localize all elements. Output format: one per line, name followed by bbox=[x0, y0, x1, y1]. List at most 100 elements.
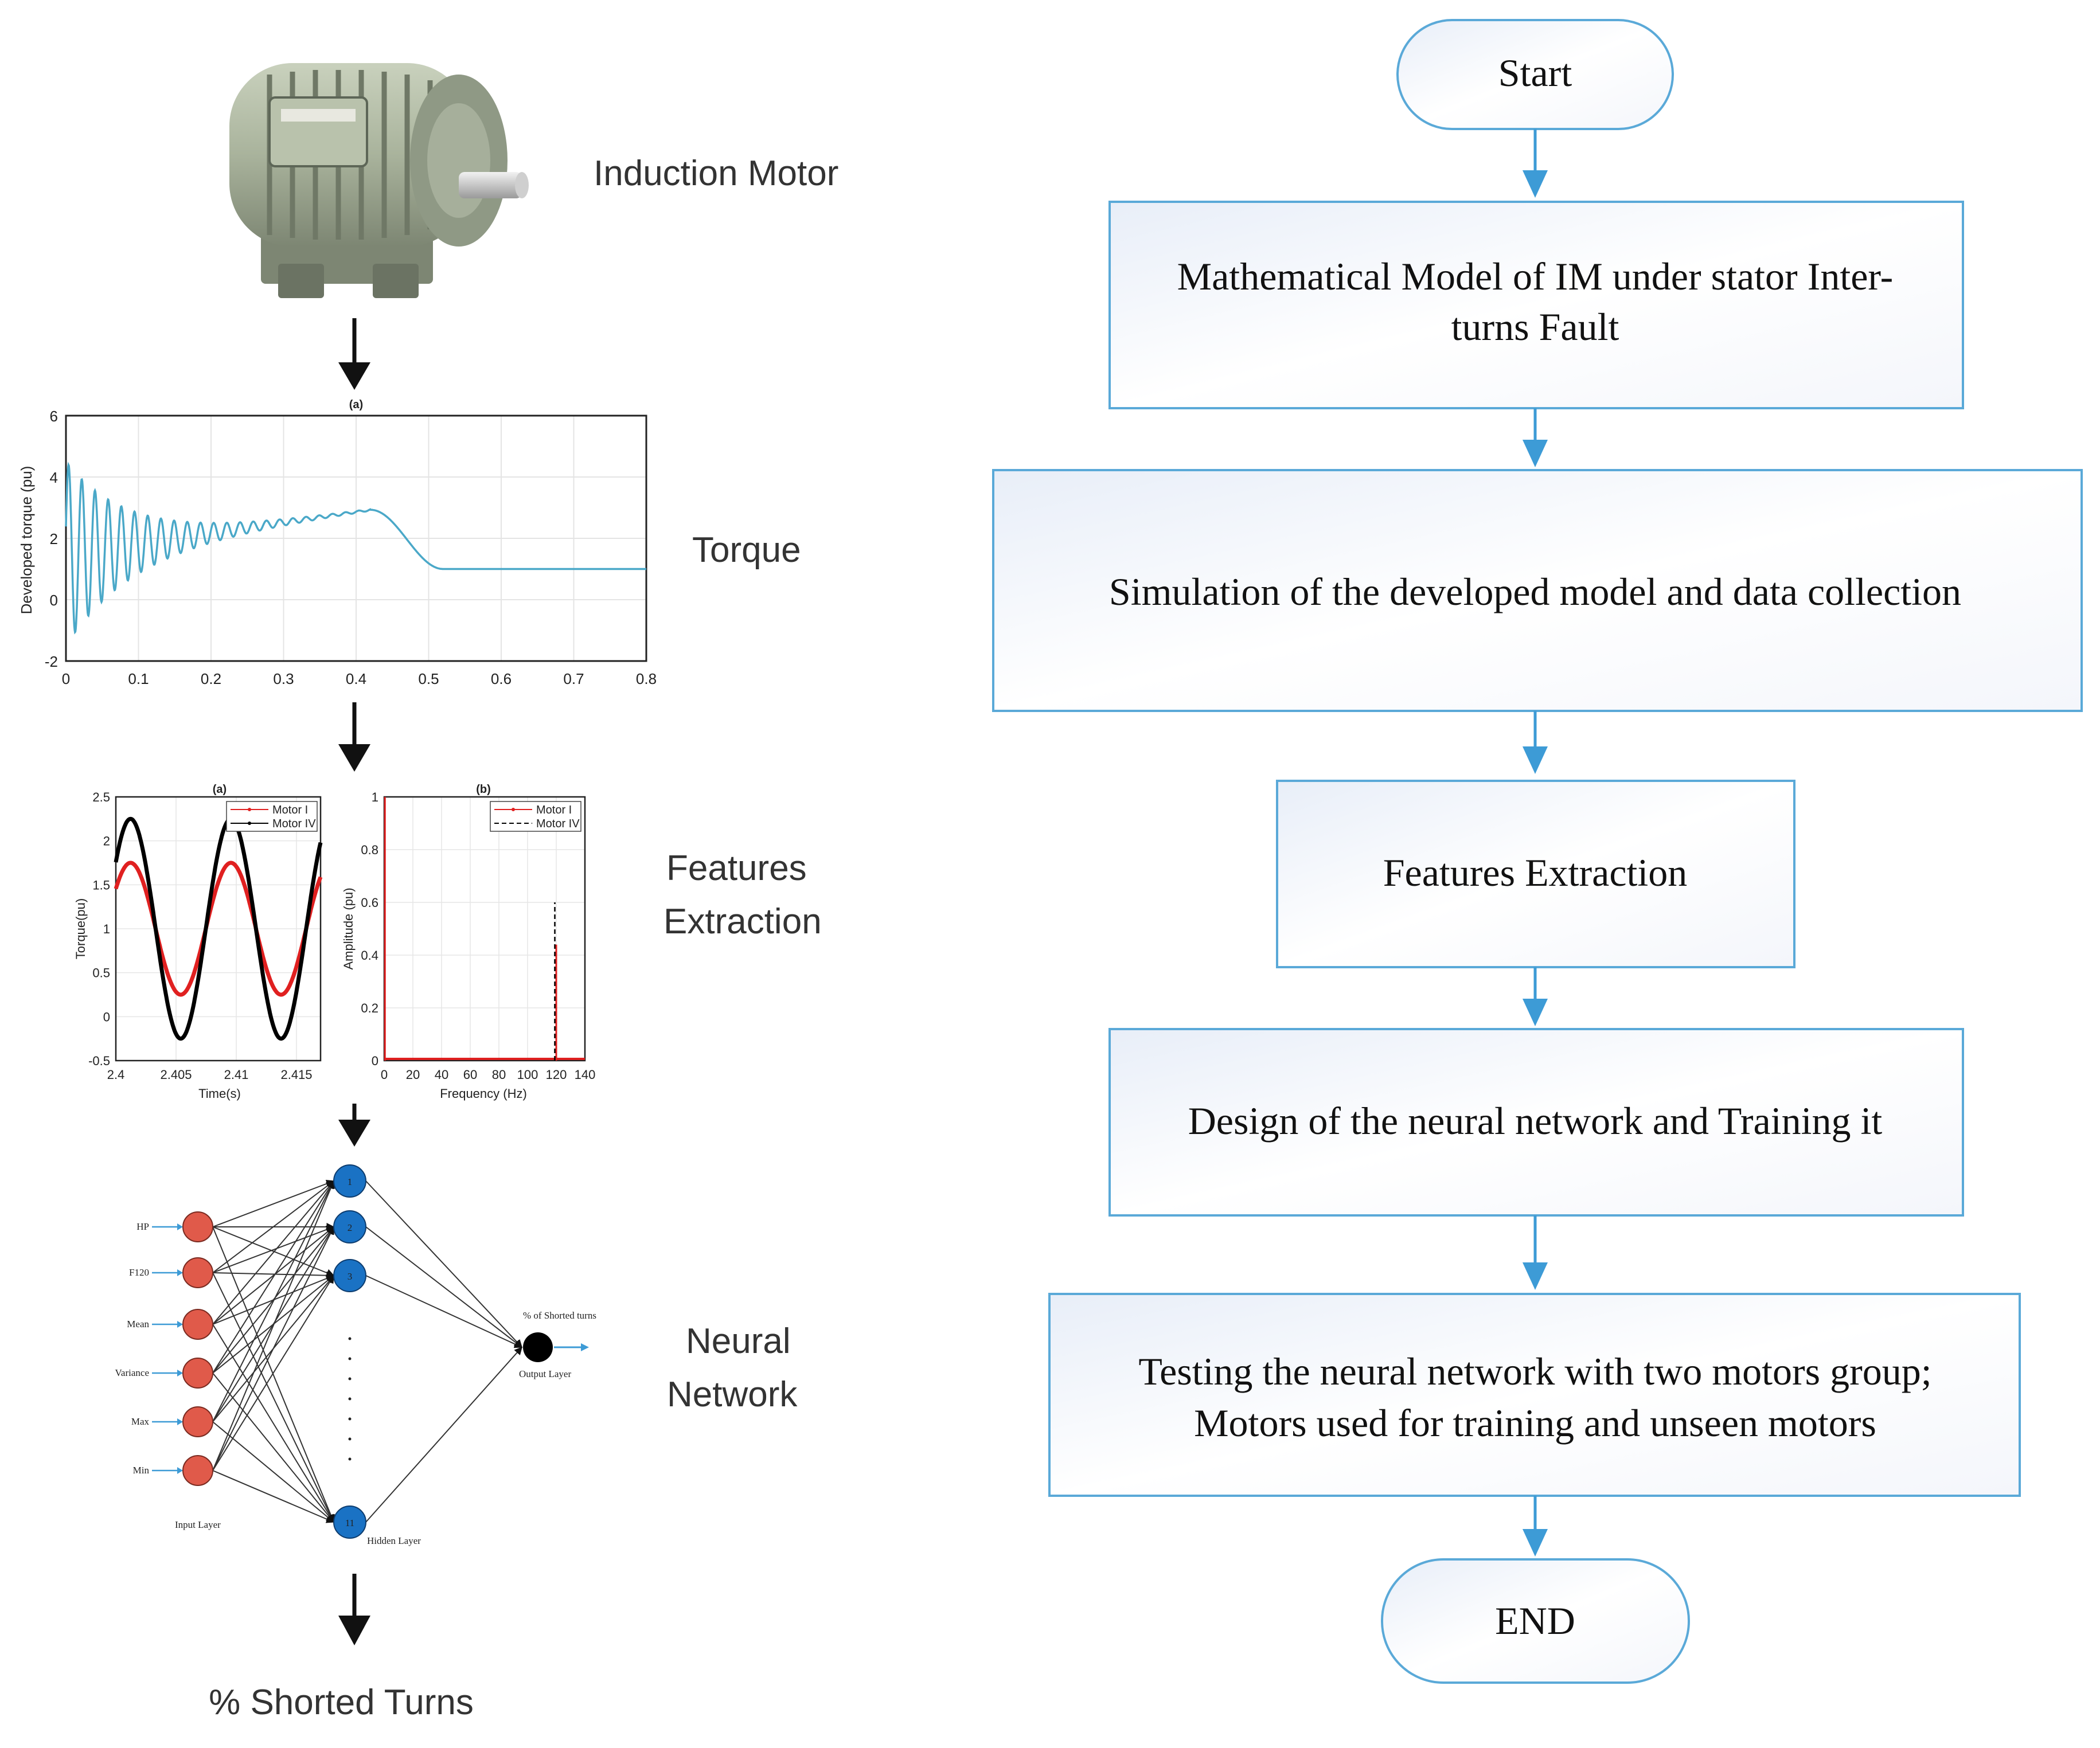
input-label: Mean bbox=[127, 1319, 149, 1329]
torque-y-tick-label: 2 bbox=[50, 530, 58, 548]
input-arrowhead-icon bbox=[177, 1370, 183, 1376]
input-arrowhead-icon bbox=[177, 1223, 183, 1230]
hidden-node bbox=[333, 1505, 366, 1539]
features-time-plot-title: (a) bbox=[213, 783, 227, 796]
math-model-text-line2: turns Fault bbox=[1451, 305, 1619, 349]
features-frequency-x-tick-label: 0 bbox=[381, 1067, 388, 1082]
legend-motor-i-b: Motor I bbox=[536, 804, 572, 816]
process-box-features bbox=[1276, 780, 1795, 968]
nn-edge bbox=[212, 1272, 334, 1523]
torque-grid bbox=[65, 415, 647, 662]
features-time-y-tick-label: 2.5 bbox=[92, 790, 110, 804]
input-node bbox=[182, 1406, 213, 1437]
nn-edge bbox=[212, 1225, 335, 1273]
features-time-y-tick-label: 1 bbox=[103, 922, 110, 936]
input-arrowhead-icon bbox=[177, 1467, 183, 1474]
features-extraction-text: Features Extraction bbox=[1383, 851, 1688, 894]
features-frequency-x-axis-label: Frequency (Hz) bbox=[440, 1086, 527, 1101]
induction-motor-label: Induction Motor bbox=[594, 154, 838, 193]
nn-edge bbox=[365, 1226, 523, 1348]
legend-motor-iv: Motor IV bbox=[272, 818, 316, 830]
motor-i-series-line bbox=[114, 861, 323, 997]
features-frequency-x-tick-label: 20 bbox=[406, 1067, 420, 1082]
hidden-node bbox=[333, 1210, 366, 1243]
hidden-node bbox=[333, 1164, 366, 1198]
simulation-text: Simulation of the developed model and da… bbox=[1109, 570, 1961, 613]
input-node bbox=[182, 1455, 213, 1486]
torque-x-tick-label: 0.7 bbox=[563, 670, 584, 687]
features-time-x-tick-label: 2.41 bbox=[224, 1067, 249, 1082]
input-node bbox=[182, 1211, 213, 1242]
start-text: Start bbox=[1498, 51, 1572, 95]
flow-arrow-icon bbox=[1523, 408, 1548, 467]
features-time-y-tick-label: 0 bbox=[103, 1010, 110, 1024]
torque-y-axis-label: Developed torque (pu) bbox=[18, 466, 35, 615]
end-text: END bbox=[1495, 1599, 1575, 1643]
nn-edge bbox=[212, 1372, 334, 1523]
features-time-frame bbox=[115, 796, 322, 1062]
torque-x-tick-label: 0.2 bbox=[201, 670, 221, 687]
nn-edge bbox=[212, 1180, 335, 1273]
features-frequency-x-tick-label: 60 bbox=[463, 1067, 477, 1082]
flow-arrow-icon bbox=[1523, 1496, 1548, 1557]
end-terminal bbox=[1381, 1558, 1690, 1684]
nn-edge bbox=[212, 1324, 334, 1523]
features-frequency-marks bbox=[384, 797, 585, 1061]
torque-y-tick-label: 6 bbox=[50, 408, 58, 425]
nn-edge bbox=[212, 1180, 334, 1325]
nn-design-text: Design of the neural network and Trainin… bbox=[1188, 1099, 1883, 1143]
features-time-legend: Motor I Motor IV bbox=[226, 801, 318, 832]
nn-edge bbox=[212, 1180, 334, 1374]
input-arrowhead-icon bbox=[177, 1418, 183, 1425]
torque-label: Torque bbox=[692, 530, 801, 570]
input-label: Min bbox=[133, 1465, 150, 1476]
neural-network-connections bbox=[212, 1179, 523, 1523]
motor-iv-series-line bbox=[114, 816, 323, 1041]
process-box-nn-design bbox=[1108, 1028, 1964, 1217]
down-arrow-icon bbox=[338, 1104, 370, 1147]
input-label: Variance bbox=[115, 1367, 149, 1378]
input-arrowhead-icon bbox=[177, 1269, 183, 1276]
nn-edge bbox=[212, 1226, 334, 1374]
features-frequency-x-tick-label: 40 bbox=[435, 1067, 448, 1082]
output-arrowhead-icon bbox=[581, 1343, 589, 1351]
hidden-node-label: 11 bbox=[345, 1518, 354, 1528]
features-extraction-label-line2: Extraction bbox=[663, 902, 822, 941]
features-frequency-y-tick-label: 0.8 bbox=[361, 843, 378, 857]
nn-edge bbox=[212, 1180, 335, 1471]
flowchart: Start Mathematical Model of IM under sta… bbox=[992, 19, 2083, 1684]
features-frequency-plot-title: (b) bbox=[476, 783, 491, 796]
legend-motor-iv-b: Motor IV bbox=[536, 818, 580, 830]
input-label: HP bbox=[136, 1221, 149, 1232]
torque-x-tick-label: 0.6 bbox=[491, 670, 512, 687]
input-node bbox=[182, 1358, 213, 1389]
features-time-x-tick-label: 2.405 bbox=[160, 1067, 192, 1082]
features-frequency-legend: Motor I Motor IV bbox=[490, 801, 581, 832]
torque-plot-frame bbox=[65, 414, 647, 662]
torque-x-tick-label: 0.3 bbox=[273, 670, 294, 687]
torque-y-tick-label: 0 bbox=[50, 592, 58, 609]
torque-x-tick-label: 0.4 bbox=[346, 670, 366, 687]
torque-x-tick-label: 0.5 bbox=[418, 670, 439, 687]
features-frequency-y-tick-label: 0.6 bbox=[361, 895, 378, 910]
input-node bbox=[182, 1257, 213, 1288]
testing-text-line1: Testing the neural network with two moto… bbox=[1138, 1350, 1931, 1393]
flow-arrow-icon bbox=[1523, 129, 1548, 198]
output-label: % of Shorted turns bbox=[523, 1310, 596, 1321]
input-label: Max bbox=[131, 1416, 150, 1427]
nn-edge bbox=[212, 1226, 334, 1471]
torque-y-tick-label: 4 bbox=[50, 469, 58, 486]
math-model-text-line1: Mathematical Model of IM under stator In… bbox=[1177, 255, 1894, 298]
features-frequency-x-tick-label: 140 bbox=[575, 1067, 596, 1082]
features-time-y-tick-label: 2 bbox=[103, 834, 110, 848]
flow-arrow-icon bbox=[1523, 967, 1548, 1026]
